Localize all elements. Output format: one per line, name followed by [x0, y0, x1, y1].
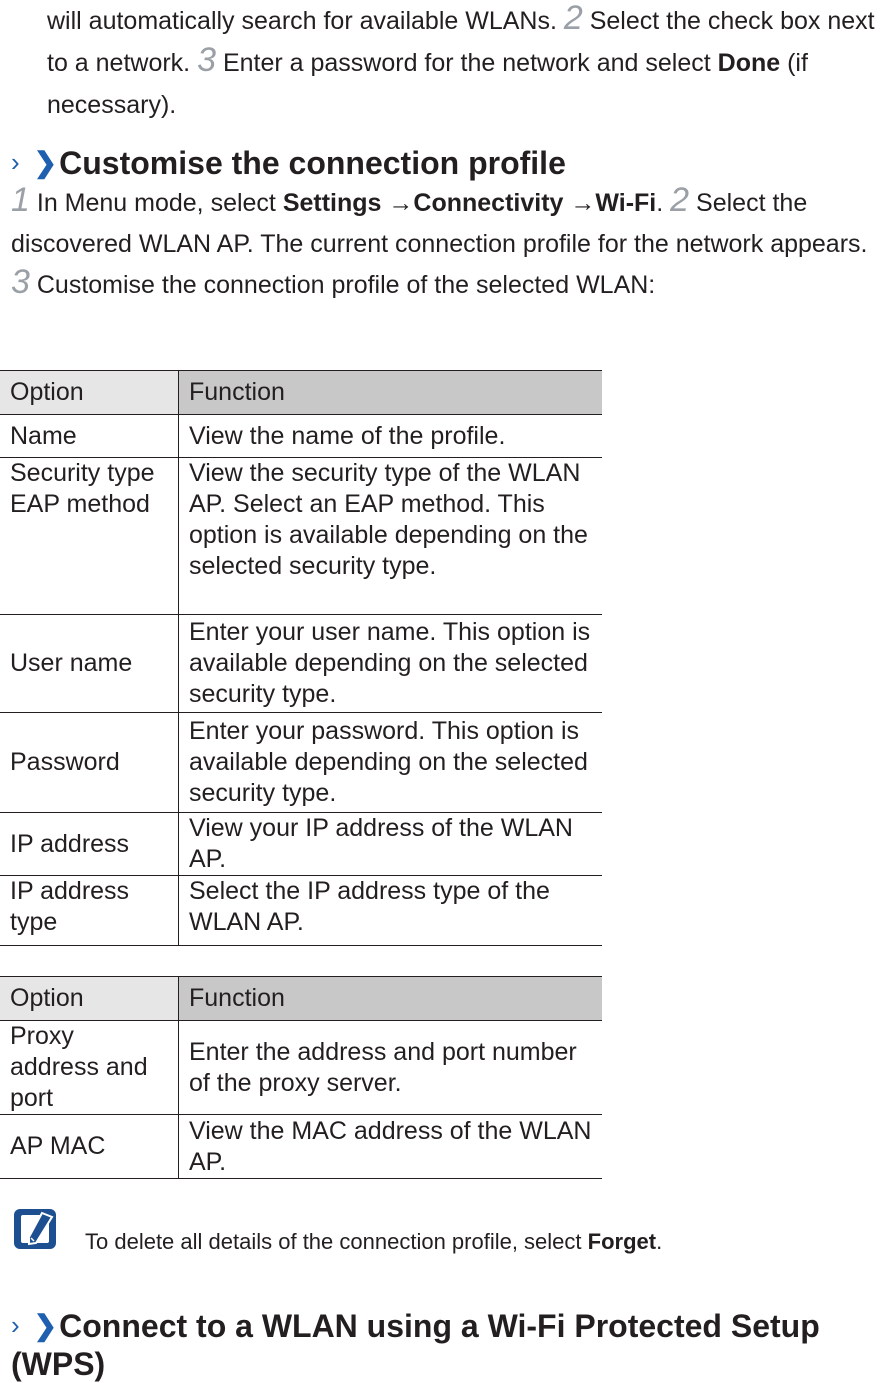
function-cell: View the name of the profile.	[178, 414, 602, 458]
done-label: Done	[717, 49, 781, 77]
menu-wifi: Wi-Fi	[595, 189, 657, 217]
option-cell: IP address	[0, 812, 179, 876]
table-row: IP address type Select the IP address ty…	[0, 875, 602, 946]
chevron-right-icon: ›	[11, 1310, 20, 1340]
header-function: Function	[178, 370, 602, 415]
chevron-right-bold-icon: ❯	[33, 147, 58, 178]
function-cell: Enter the address and port number of the…	[178, 1020, 602, 1115]
intro-text: will automatically search for available …	[47, 7, 564, 35]
menu-settings: Settings	[282, 189, 382, 217]
intro-text: (if necessary).	[47, 49, 808, 119]
function-cell: View the security type of the WLAN AP. S…	[178, 457, 602, 615]
chevron-right-bold-icon: ❯	[33, 1310, 58, 1341]
option-cell: User name	[0, 614, 179, 713]
note-text: To delete all details of the connection …	[85, 1228, 662, 1256]
table-header-row: Option Function	[0, 976, 602, 1021]
option-cell: IP address type	[0, 875, 179, 946]
table-row: Name View the name of the profile.	[0, 414, 602, 458]
arrow-text: →	[381, 189, 414, 217]
header-option: Option	[0, 370, 179, 415]
note-end: .	[656, 1229, 663, 1254]
forget-label: Forget	[587, 1229, 657, 1254]
step-number: 1	[11, 181, 30, 219]
step-number: 3	[11, 263, 30, 301]
options-table-2: Option Function Proxy address and port E…	[0, 976, 602, 1179]
table-row: Security type EAP method View the securi…	[0, 457, 602, 615]
function-cell: Select the IP address type of the WLAN A…	[178, 875, 602, 946]
section-heading-wps: › ❯Connect to a WLAN using a Wi-Fi Protec…	[11, 1306, 871, 1383]
header-option: Option	[0, 976, 179, 1021]
menu-connectivity: Connectivity	[413, 189, 564, 217]
note-body: To delete all details of the connection …	[85, 1229, 588, 1254]
instruction-text: Customise the connection profile of the …	[29, 271, 656, 299]
arrow-text: →	[563, 189, 596, 217]
step-number: 3	[197, 41, 216, 79]
section-title: Connect to a WLAN using a Wi-Fi Protecte…	[11, 1308, 820, 1382]
function-cell: Enter your user name. This option is ava…	[178, 614, 602, 713]
note-pencil-icon	[12, 1207, 60, 1253]
option-cell: Name	[0, 414, 179, 458]
chevron-right-icon: ›	[11, 147, 20, 177]
step-number: 2	[563, 0, 583, 37]
table-row: AP MAC View the MAC address of the WLAN …	[0, 1114, 602, 1179]
function-cell: Enter your password. This option is avai…	[178, 712, 602, 813]
header-function: Function	[178, 976, 602, 1021]
step-number: 2	[670, 181, 690, 219]
instruction-text: In Menu mode, select	[29, 189, 283, 217]
table-header-row: Option Function	[0, 370, 602, 415]
table-row: Password Enter your password. This optio…	[0, 712, 602, 813]
intro-paragraph: will automatically search for available …	[47, 0, 887, 126]
option-cell: Proxy address and port	[0, 1020, 179, 1115]
function-cell: View the MAC address of the WLAN AP.	[178, 1114, 602, 1179]
section-title: Customise the connection profile	[59, 145, 566, 181]
function-cell: View your IP address of the WLAN AP.	[178, 812, 602, 876]
instruction-text: Select the discovered WLAN AP. The curre…	[11, 189, 868, 258]
table-row: Proxy address and port Enter the address…	[0, 1020, 602, 1115]
instruction-text: .	[656, 189, 671, 217]
table-row: User name Enter your user name. This opt…	[0, 614, 602, 713]
option-cell: Password	[0, 712, 179, 813]
option-cell: Security type EAP method	[0, 457, 179, 615]
option-cell: AP MAC	[0, 1114, 179, 1179]
intro-text: Enter a password for the network and sel…	[216, 49, 718, 77]
intro-text: Select the check box next to a network.	[47, 7, 875, 77]
instructions-paragraph: 1 In Menu mode, select Settings →Connect…	[11, 183, 871, 306]
section-heading-customise: › ❯Customise the connection profile	[11, 144, 566, 181]
table-row: IP address View your IP address of the W…	[0, 812, 602, 876]
options-table-1: Option Function Name View the name of th…	[0, 370, 602, 946]
